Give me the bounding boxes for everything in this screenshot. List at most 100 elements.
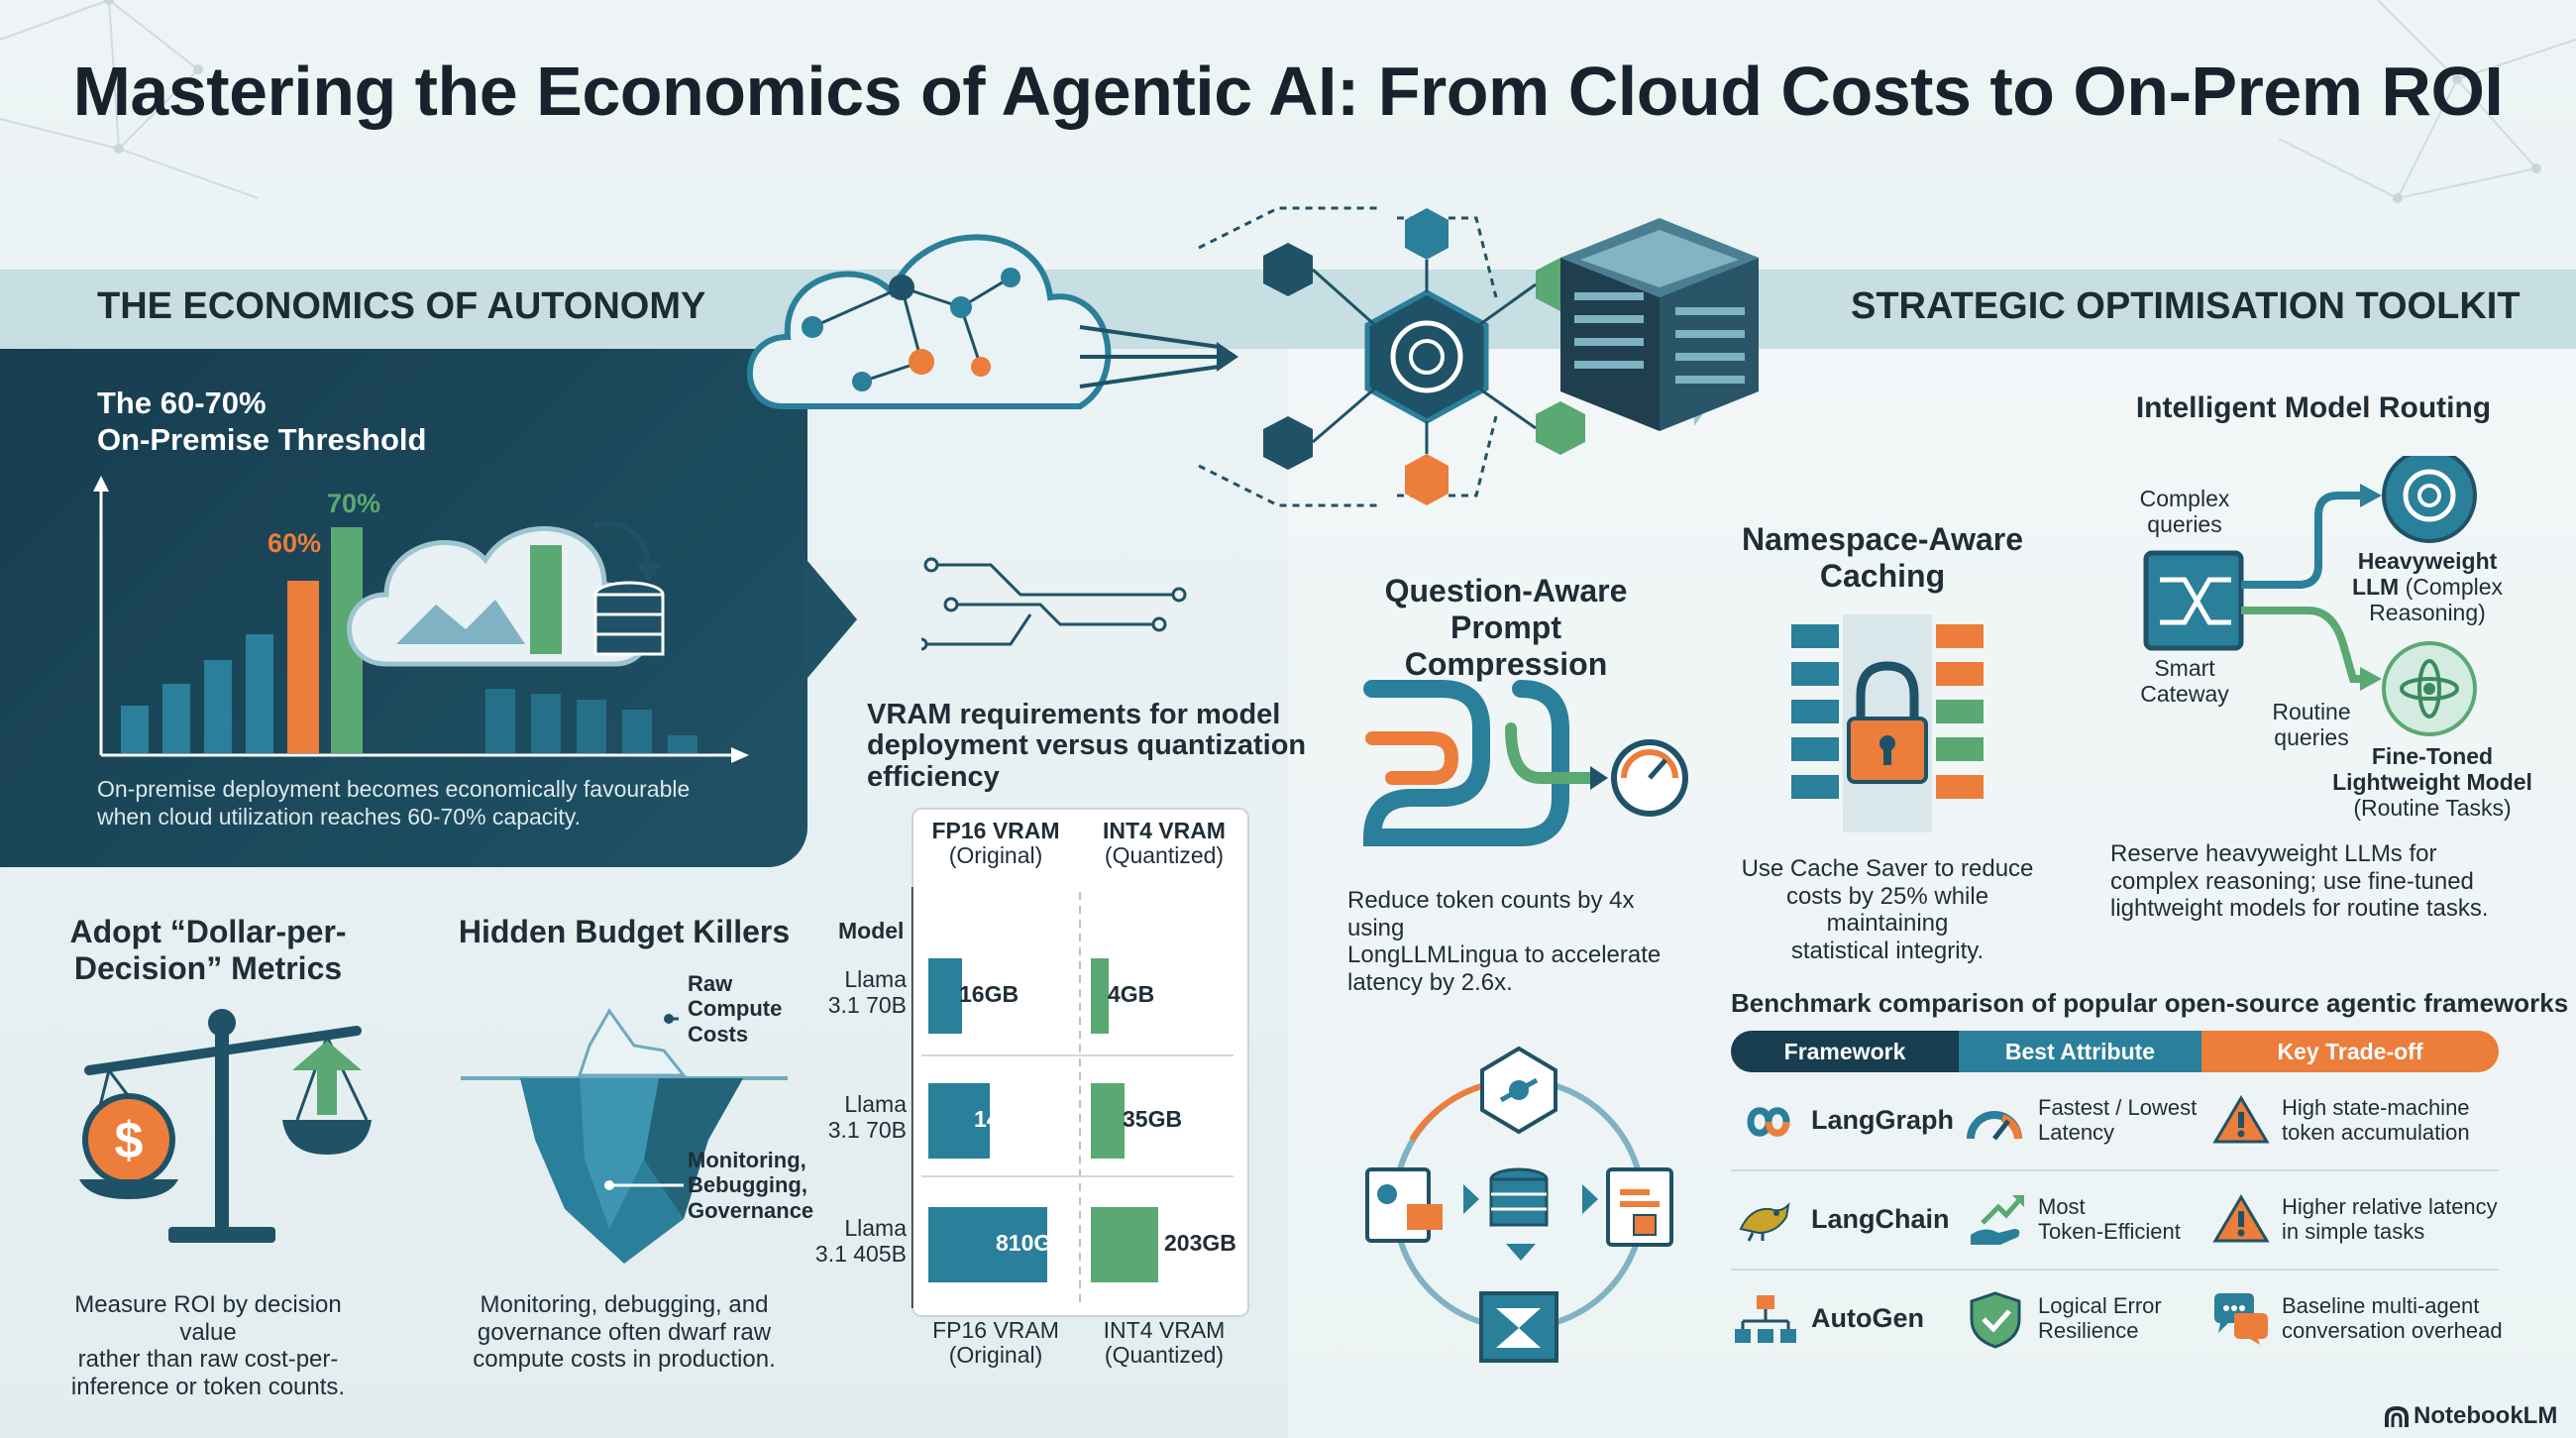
fp16-col-header-2: (Original) xyxy=(948,842,1043,869)
trade-off-line1: Higher relative latency xyxy=(2282,1194,2498,1219)
hex-node xyxy=(1405,454,1449,505)
heavyweight-llm-label: Heavyweight LLM (Complex Reasoning) xyxy=(2338,548,2517,625)
threshold-bar-60 xyxy=(287,581,319,753)
int4-bar xyxy=(1091,1207,1158,1282)
hex-node xyxy=(1536,401,1585,455)
routing-caption-line1: Reserve heavyweight LLMs for xyxy=(2110,840,2437,867)
fp16-bar xyxy=(928,1207,1047,1282)
caching-heading: Namespace-Aware Caching xyxy=(1734,521,2031,595)
routing-caption-line2: complex reasoning; use fine-tuned xyxy=(2110,867,2474,895)
frameworks-heading: Benchmark comparison of popular open-sou… xyxy=(1731,988,2569,1018)
routine-queries-2: queries xyxy=(2274,724,2349,751)
dollar-caption-line2: rather than raw cost-per- xyxy=(77,1346,339,1374)
model-col-header: Model xyxy=(838,918,905,943)
vram-table-lines xyxy=(912,887,1234,1308)
heavyweight-llm-4: Reasoning) xyxy=(2369,599,2486,625)
heavyweight-llm-icon xyxy=(2382,456,2477,543)
fp16-bar xyxy=(928,958,962,1034)
autogen-logo-icon xyxy=(1735,1295,1796,1343)
dollar-heading-line2: Decision” Metrics xyxy=(73,949,343,986)
best-attribute-col-header: Best Attribute xyxy=(1959,1031,2201,1072)
page-title: Mastering the Economics of Agentic AI: F… xyxy=(72,53,2504,130)
threshold-heading: The 60-70% On-Premise Threshold xyxy=(97,385,426,458)
langchain-logo-icon xyxy=(1739,1202,1790,1242)
gateway-icon xyxy=(2143,550,2244,651)
budget-caption-line3: compute costs in production. xyxy=(473,1346,776,1374)
framework-name: LangGraph xyxy=(1811,1105,1955,1135)
int4-value-label: 35GB xyxy=(1123,1106,1183,1132)
heavyweight-llm-1: Heavyweight xyxy=(2357,548,2498,574)
caching-heading-line2: Caching xyxy=(1819,557,1946,594)
trade-off-line1: High state-machine xyxy=(2282,1095,2470,1120)
label-60-percent: 60% xyxy=(268,528,322,558)
int4-col-header: INT4 VRAM (Quantized) xyxy=(1080,818,1248,869)
framework-name: LangChain xyxy=(1811,1204,1950,1234)
fp16-col-footer-1: FP16 VRAM xyxy=(932,1317,1059,1343)
int4-col-footer: INT4 VRAM (Quantized) xyxy=(1080,1317,1248,1369)
dollar-caption-line3: inference or token counts. xyxy=(70,1373,346,1400)
int4-bar xyxy=(1091,1083,1125,1159)
monitoring-label-3: Governance xyxy=(688,1197,814,1223)
left-section-title: THE ECONOMICS OF AUTONOMY xyxy=(97,285,706,327)
threshold-caption-line2: when cloud utilization reaches 60-70% ca… xyxy=(97,803,581,830)
routing-heading: Intelligent Model Routing xyxy=(2135,391,2492,424)
trade-off-line1: Baseline multi-agent xyxy=(2282,1293,2480,1318)
lightweight-model-1: Fine-Toned xyxy=(2371,743,2494,769)
notebooklm-logo-icon xyxy=(2385,1405,2409,1427)
hex-node xyxy=(1405,208,1449,260)
routing-caption-line3: lightweight models for routine tasks. xyxy=(2110,895,2489,923)
int4-value-label: 203GB xyxy=(1164,1230,1236,1256)
threshold-heading-line1: The 60-70% xyxy=(97,386,267,420)
lightweight-model-3: (Routine Tasks) xyxy=(2353,794,2512,821)
prompt-compression-icon xyxy=(1362,680,1688,846)
circuit-lines-icon xyxy=(921,557,1187,651)
int4-col-footer-1: INT4 VRAM xyxy=(1103,1317,1226,1343)
right-section-title: STRATEGIC OPTIMISATION TOOLKIT xyxy=(1851,285,2521,327)
dollar-caption-line1: Measure ROI by decision value xyxy=(74,1291,342,1346)
vram-row-1-model-1: Llama xyxy=(844,966,907,992)
fp16-value-label: 140GB xyxy=(974,1106,1046,1132)
vram-row-2-model-1: Llama xyxy=(844,1091,907,1117)
compression-caption-line1: Reduce token counts by 4x using xyxy=(1347,887,1635,941)
trade-off-line2: conversation overhead xyxy=(2282,1318,2503,1344)
int4-value-label: 4GB xyxy=(1108,981,1155,1007)
compression-caption: Reduce token counts by 4x using LongLLML… xyxy=(1347,887,1664,996)
vram-row-1-model-2: 3.1 70B xyxy=(827,992,907,1019)
trade-off-line2: token accumulation xyxy=(2282,1120,2470,1146)
budget-caption-line2: governance often dwarf raw xyxy=(477,1318,772,1346)
caching-caption-line3: statistical integrity. xyxy=(1790,937,1985,964)
iceberg-icon xyxy=(461,1008,788,1264)
fp16-col-footer: FP16 VRAM (Original) xyxy=(912,1317,1080,1369)
budget-caption-line1: Monitoring, debugging, and xyxy=(480,1291,769,1318)
speed-gauge-icon xyxy=(1967,1111,2022,1141)
int4-col-header-2: (Quantized) xyxy=(1104,842,1225,869)
brand-label: NotebookLM xyxy=(2414,1402,2558,1429)
secure-cache-icon xyxy=(1791,614,1984,832)
threshold-caption: On-premise deployment becomes economical… xyxy=(97,776,690,830)
fp16-col-footer-2: (Original) xyxy=(948,1342,1043,1369)
threshold-bar-1 xyxy=(121,706,149,753)
complex-queries-1: Complex xyxy=(2139,486,2230,511)
lightweight-model-label: Fine-Toned Lightweight Model (Routine Ta… xyxy=(2308,743,2556,821)
fp16-bar xyxy=(928,1083,990,1159)
raw-compute-label-1: Raw xyxy=(688,971,733,996)
compression-caption-line2: LongLLMLingua to accelerate xyxy=(1347,941,1662,969)
svg-text:$: $ xyxy=(115,1112,144,1169)
int4-bar xyxy=(1091,958,1109,1034)
threshold-bar-chart xyxy=(93,476,749,763)
threshold-heading-line2: On-Premise Threshold xyxy=(97,422,427,458)
best-attribute-line2: Token-Efficient xyxy=(2038,1219,2181,1245)
trade-off-cell: Higher relative latency in simple tasks xyxy=(2282,1194,2498,1245)
best-attribute-cell: Most Token-Efficient xyxy=(2038,1194,2181,1245)
best-attribute-cell: Fastest / Lowest Latency xyxy=(2038,1095,2197,1146)
caching-heading-line1: Namespace-Aware xyxy=(1741,521,2023,557)
caching-caption: Use Cache Saver to reduce costs by 25% w… xyxy=(1724,855,2051,964)
best-attribute-cell: Logical Error Resilience xyxy=(2038,1293,2162,1344)
trade-off-col-header: Key Trade-off xyxy=(2201,1031,2499,1072)
fp16-value-label: 16GB xyxy=(959,981,1020,1007)
row-divider xyxy=(1731,1269,2499,1271)
vram-row-model: Llama 3.1 405B xyxy=(793,1215,907,1268)
compression-caption-line3: latency by 2.6x. xyxy=(1347,968,1513,996)
token-efficiency-icon xyxy=(1971,1195,2024,1245)
